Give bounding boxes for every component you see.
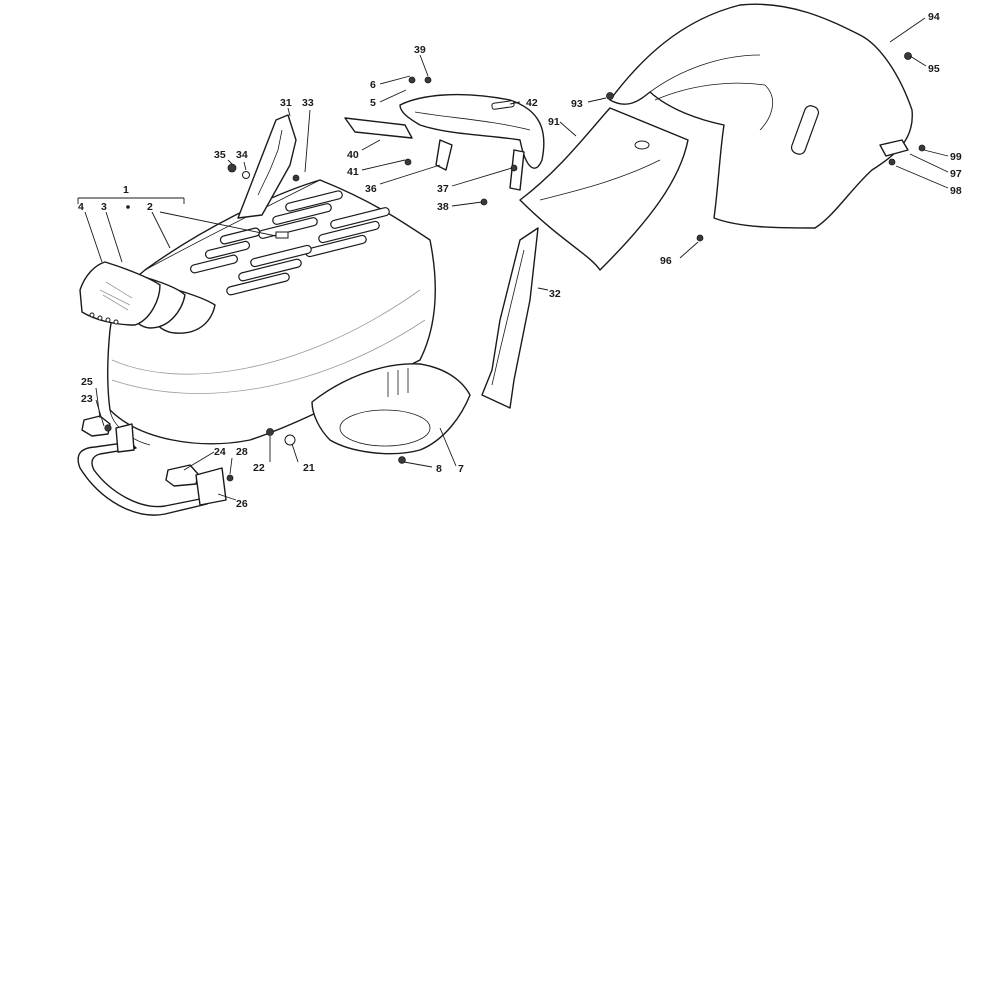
callout-96: 96 (660, 255, 672, 267)
bumper-support-plate (195, 467, 227, 506)
side-panels (237, 114, 539, 409)
callout-7: 7 (458, 463, 464, 475)
callout-3: 3 (101, 201, 107, 213)
front-bumper-assembly (77, 415, 234, 516)
callout-numbers: 1 4 3 2 31 33 35 34 39 6 5 42 40 41 36 3… (78, 11, 962, 510)
callout-33: 33 (302, 97, 314, 109)
callout-8: 8 (436, 463, 442, 475)
callout-42: 42 (526, 97, 538, 109)
callout-36: 36 (365, 183, 377, 195)
callout-35: 35 (214, 149, 226, 161)
hood-vent-slots (189, 190, 390, 296)
callout-37: 37 (437, 183, 449, 195)
rear-mud-flap (519, 107, 689, 271)
side-panel-right (481, 227, 539, 409)
fender-bracket (879, 139, 909, 157)
floor-tray-assembly (311, 363, 471, 464)
dash-panel-assembly (227, 76, 545, 446)
callout-21: 21 (303, 462, 315, 474)
callout-38: 38 (437, 201, 449, 213)
callout-26: 26 (236, 498, 248, 510)
dash-support-right (509, 149, 525, 191)
callout-40: 40 (347, 149, 359, 161)
callout-2: 2 (147, 201, 153, 213)
bumper-bracket-right (165, 464, 199, 487)
dash-support-left (435, 139, 453, 171)
callout-25: 25 (81, 376, 93, 388)
callout-94: 94 (928, 11, 940, 23)
front-bumper-bar (77, 441, 208, 516)
callout-91: 91 (548, 116, 560, 128)
hood-badge (275, 231, 289, 239)
callout-6: 6 (370, 79, 376, 91)
callout-41: 41 (347, 166, 359, 178)
callout-31: 31 (280, 97, 292, 109)
callout-98: 98 (950, 185, 962, 197)
callout-97: 97 (950, 168, 962, 180)
callout-32: 32 (549, 288, 561, 300)
callout-34: 34 (236, 149, 248, 161)
callout-99: 99 (950, 151, 962, 163)
callout-93: 93 (571, 98, 583, 110)
callout-5: 5 (370, 97, 376, 109)
bumper-mount-bracket (115, 423, 135, 453)
callout-4: 4 (78, 201, 84, 213)
callout-39: 39 (414, 44, 426, 56)
callout-95: 95 (928, 63, 940, 75)
headlight-lens-front (79, 261, 161, 326)
callout-24: 24 (214, 446, 226, 458)
dash-arm (344, 117, 413, 139)
callout-23: 23 (81, 393, 93, 405)
side-panel-left (237, 114, 297, 219)
callout-28: 28 (236, 446, 248, 458)
rear-fender (609, 3, 913, 229)
callout-1: 1 (123, 184, 129, 196)
dash-panel (399, 93, 545, 169)
callout-22: 22 (253, 462, 265, 474)
rear-fender-assembly (519, 3, 926, 271)
callout-leaders (77, 17, 949, 501)
floor-tray (311, 363, 471, 455)
